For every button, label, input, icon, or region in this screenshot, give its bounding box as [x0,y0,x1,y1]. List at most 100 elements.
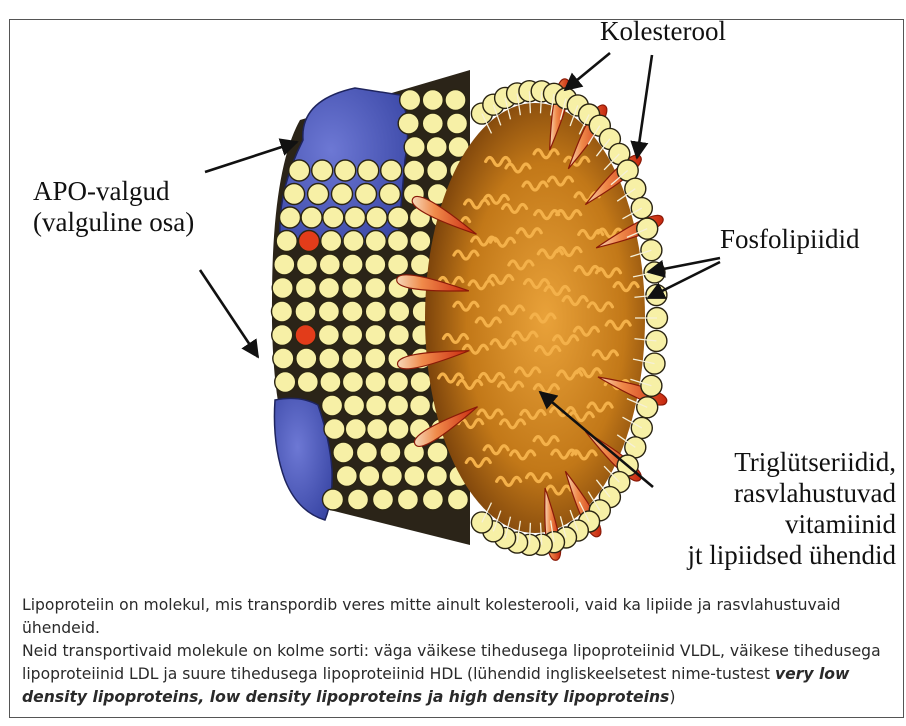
phospholipid-head [296,348,317,369]
phospholipid-head [301,207,322,228]
phospholipid-head [342,301,363,322]
phospholipid-head [365,325,386,346]
figure-caption: Lipoproteiin on molekul, mis transpordib… [22,594,894,709]
label-phospholipids: Fosfolipiidid [720,224,860,255]
phospholipid-head [289,160,310,181]
phospholipid-head [400,90,421,111]
label-tri-line4: jt lipiidsed ühendid [688,540,897,571]
phospholipid-head [345,419,366,440]
arrow-apo-1 [205,142,297,172]
caption-paragraph-2: Neid transportivaid molekule on kolme so… [22,640,894,709]
phospholipid-head [342,254,363,275]
phospholipid-head [410,231,431,252]
phospholipid-head [422,489,443,510]
label-cholesterol: Kolesterool [600,16,726,47]
phospholipid-head [295,278,316,299]
phospholipid-head [447,489,468,510]
phospholipid-head [381,160,402,181]
label-tri-line2: rasvlahustuvad [688,478,897,509]
phospholipid-head [404,160,425,181]
phospholipid-head [312,160,333,181]
phospholipid-head [410,395,431,416]
phospholipid-head [345,207,366,228]
phospholipid-head [332,184,353,205]
phospholipid-head [297,372,318,393]
phospholipid-head [380,442,401,463]
phospholipid-head [295,301,316,322]
phospholipid-head [322,395,343,416]
phospholipid-head [333,442,354,463]
phospholipid-head [321,231,342,252]
phospholipid-head [426,466,447,487]
label-triglycerides: Triglütseriidid, rasvlahustuvad vitamiin… [688,447,897,571]
phospholipid-head [275,372,296,393]
phospholipid-head [356,184,377,205]
phospholipid-head [342,348,363,369]
phospholipid-head [373,489,394,510]
phospholipid-head [336,466,357,487]
caption-p2-end: ) [669,688,675,706]
phospholipid-head [274,254,295,275]
label-apo-line1: APO-valgud [33,176,194,207]
phospholipid-head [272,301,293,322]
phospholipid-head [319,348,340,369]
phospholipid-head [388,254,409,275]
phospholipid-head [356,442,377,463]
phospholipid-head [388,419,409,440]
phospholipid-head [381,466,402,487]
label-apo-line2: (valguline osa) [33,207,194,238]
label-tri-line3: vitamiinid [688,509,897,540]
label-apo-proteins: APO-valgud (valguline osa) [33,176,194,238]
caption-p2-text: Neid transportivaid molekule on kolme so… [22,642,881,683]
phospholipid-head [323,489,344,510]
label-tri-line1: Triglütseriidid, [688,447,897,478]
phospholipid-head [365,278,386,299]
phospholipid-head [422,90,443,111]
phospholipid-head [342,325,363,346]
phospholipid-head [358,160,379,181]
phospholipid-head [280,207,301,228]
phospholipid-head [397,489,418,510]
phospholipid-head [366,395,387,416]
phospholipid-head [410,372,431,393]
arrow-cholesterol-2 [637,55,652,158]
phospholipid-head [319,278,340,299]
phospholipid-head [404,466,425,487]
phospholipid-head [365,372,386,393]
phospholipid-head [365,231,386,252]
phospholipid-head [445,90,466,111]
phospholipid-head [388,231,409,252]
phospholipid-head [367,419,388,440]
phospholipid-head [365,348,386,369]
phospholipid-head [318,301,339,322]
phospholipid-head [295,325,316,346]
phospholipid-head [276,231,297,252]
phospholipid-head [297,254,318,275]
phospholipid-head [366,207,387,228]
arrow-cholesterol-1 [565,53,610,90]
arrow-apo-2 [200,270,258,357]
phospholipid-head [389,301,410,322]
phospholipid-head [404,137,425,158]
phospholipid-head [359,466,380,487]
phospholipid-head [308,184,329,205]
phospholipid-head [427,160,448,181]
phospholipid-head [318,325,339,346]
phospholipid-head [324,419,345,440]
phospholipid-head [344,395,365,416]
phospholipid-head [320,372,341,393]
phospholipid-head [319,254,340,275]
phospholipid-head [388,395,409,416]
phospholipid-head [388,207,409,228]
phospholipid-head [335,160,356,181]
phospholipid-head [273,348,294,369]
lipid-core [425,103,645,533]
phospholipid-head [427,442,448,463]
phospholipid-head [323,207,344,228]
phospholipid-head [398,113,419,134]
phospholipid-head [365,301,386,322]
phospholipid-head [422,113,443,134]
phospholipid-head [388,372,409,393]
phospholipid-head [379,184,400,205]
phospholipid-head [426,137,447,158]
